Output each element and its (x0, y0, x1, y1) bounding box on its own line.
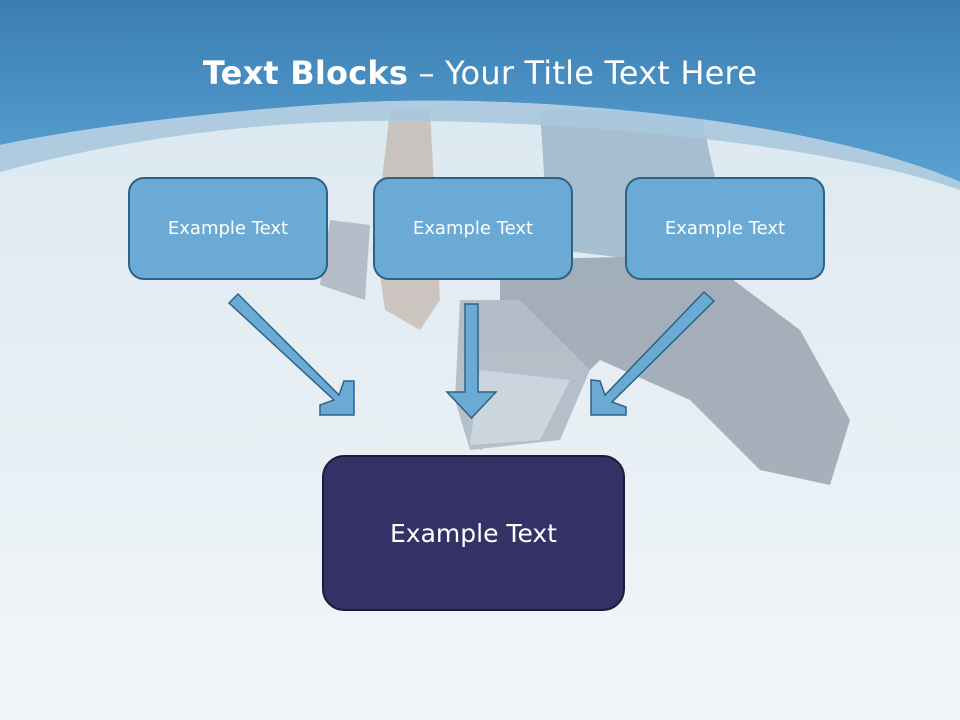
title-bold-part: Text Blocks (202, 54, 409, 92)
header-swoosh (0, 100, 960, 190)
text-block-1-label: Example Text (167, 218, 289, 239)
text-block-2[interactable]: Example Text (373, 177, 573, 280)
main-text-block[interactable]: Example Text (322, 455, 625, 611)
arrow-right (590, 290, 716, 416)
text-block-2-label: Example Text (412, 218, 534, 239)
text-block-3-label: Example Text (664, 218, 786, 239)
slide-title: Text Blocks – Your Title Text Here (0, 54, 960, 92)
main-text-block-label: Example Text (390, 518, 557, 548)
header-band (0, 0, 960, 182)
text-block-3[interactable]: Example Text (625, 177, 825, 280)
arrow-center (445, 303, 498, 420)
arrow-left (227, 292, 355, 416)
title-rest-part: Your Title Text Here (445, 54, 758, 92)
text-block-1[interactable]: Example Text (128, 177, 328, 280)
title-dash: – (418, 54, 435, 92)
